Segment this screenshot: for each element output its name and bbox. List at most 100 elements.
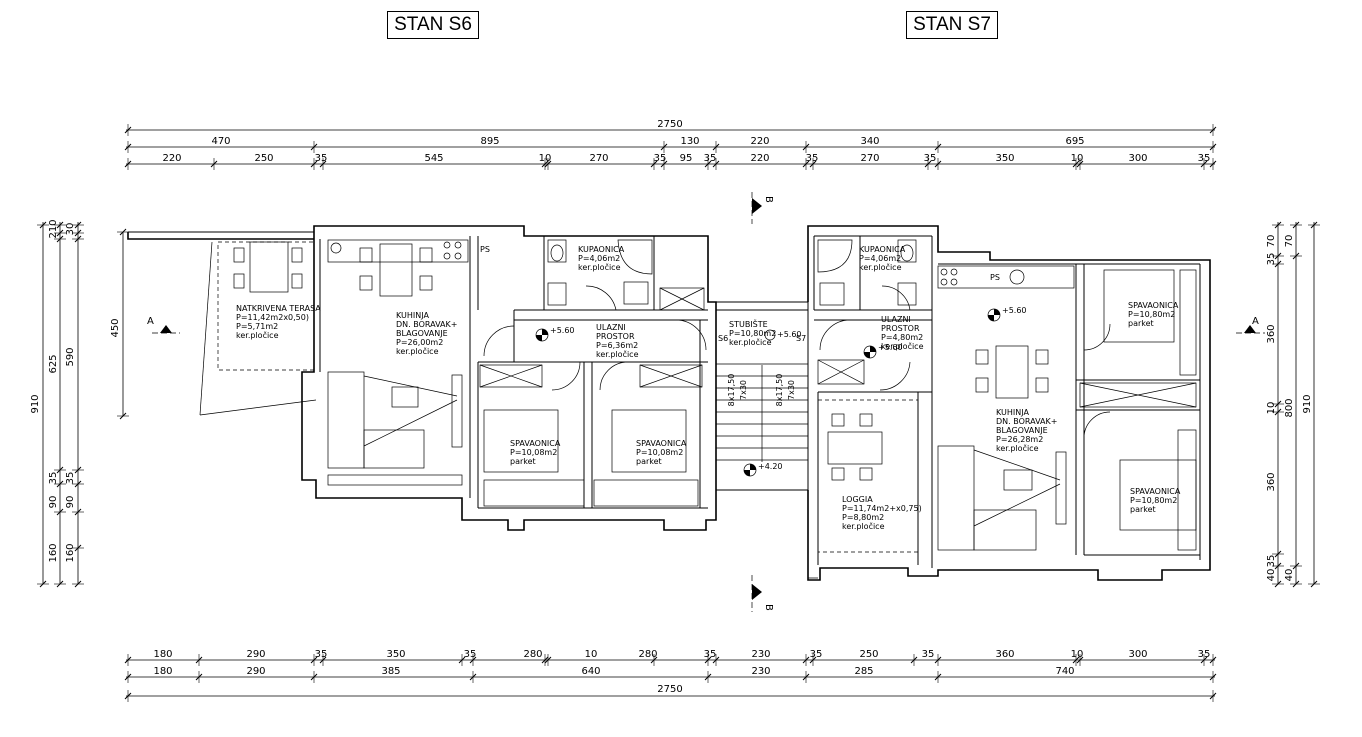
loggia-area2: P=8,80m2 — [842, 513, 884, 522]
dim-bot-r2-1: 290 — [246, 666, 265, 677]
kuhinja-s6-name2: DN. BORAVAK+ — [396, 320, 457, 329]
dim-top-r3-3: 545 — [424, 153, 443, 164]
spavaonica2-s6-floor: parket — [636, 457, 662, 466]
dim-bot-r1-6: 10 — [585, 649, 598, 660]
stairs-b2: 7x30 — [787, 380, 796, 400]
terasa-area2: P=5,71m2 — [236, 322, 278, 331]
dim-top-r3-12: 35 — [924, 153, 937, 164]
spavaonica1-s6-floor: parket — [510, 457, 536, 466]
tag-s6: S6 — [718, 334, 728, 343]
dim-bot-r1-4: 35 — [464, 649, 477, 660]
table-loggia — [827, 431, 883, 465]
dim-bot-r1-0: 180 — [153, 649, 172, 660]
dim-left-i4b: 35 — [65, 472, 76, 485]
spavaonica1-s7-area: P=10,80m2 — [1128, 310, 1175, 319]
dim-right-m5: 35 — [1266, 555, 1277, 568]
dim-right-m0: 70 — [1266, 235, 1277, 248]
section-a-left-label: A — [147, 316, 154, 327]
dim-right-m4: 360 — [1266, 472, 1277, 491]
ulazni-s6-area: P=6,36m2 — [596, 341, 638, 350]
walls-s6 — [127, 225, 717, 531]
kupaonica-s6-floor: ker.pločice — [578, 262, 621, 272]
dim-bot-r2-2: 385 — [381, 666, 400, 677]
dim-bot-r1-5: 280 — [523, 649, 542, 660]
dim-top-r3-1: 250 — [254, 153, 273, 164]
section-a-right-arrow — [1244, 325, 1256, 333]
kupaonica-s7-floor: ker.pločice — [859, 262, 902, 272]
spavaonica1-s7-name: SPAVAONICA — [1128, 301, 1179, 310]
section-a-right-label: A — [1252, 316, 1259, 327]
ulazni-s7-area: P=4,80m2 — [881, 333, 923, 342]
ulazni-s6-name2: PROSTOR — [596, 332, 635, 341]
kupaonica-s6-name: KUPAONICA — [578, 245, 625, 254]
tag-ps-s6: PS — [480, 245, 490, 254]
spavaonica1-s6-area: P=10,08m2 — [510, 448, 557, 457]
dim-bot-r1-7: 280 — [638, 649, 657, 660]
level-2: +5.60 — [777, 330, 802, 339]
section-a-left-arrow — [160, 325, 172, 333]
left-dimensions: 910 625 210 30 590 35 35 90 90 160 160 4… — [30, 219, 129, 588]
kuhinja-s6-name: KUHINJA — [396, 311, 429, 320]
loggia-name: LOGGIA — [842, 495, 873, 504]
ulazni-s7-name2: PROSTOR — [881, 324, 920, 333]
walls-s7 — [807, 225, 1211, 581]
bed-s6-2 — [611, 409, 687, 473]
stairs-a2: 7x30 — [739, 380, 748, 400]
dim-bot-r2-5: 285 — [854, 666, 873, 677]
dim-right-m3: 10 — [1266, 402, 1277, 415]
tag-s7: S7 — [796, 334, 806, 343]
spavaonica2-s7-area: P=10,80m2 — [1130, 496, 1177, 505]
dim-total-bottom: 2750 — [657, 684, 682, 695]
dim-top-r3-13: 350 — [995, 153, 1014, 164]
section-b-bottom-label: B — [763, 604, 774, 611]
furniture — [233, 239, 1197, 551]
dim-bot-r1-10: 35 — [810, 649, 823, 660]
dim-total-top: 2750 — [657, 119, 682, 130]
loggia-area: P=11,74m2+x0,75) — [842, 504, 922, 513]
coffee-table-s7 — [1003, 469, 1033, 491]
bed-s6-1 — [483, 409, 559, 473]
doors — [483, 285, 1111, 439]
ulazni-s7-floor: ker.pločice — [881, 341, 924, 351]
dim-top-r3-14: 10 — [1071, 153, 1084, 164]
dim-left-mid: 625 — [48, 354, 59, 373]
level-5: +5.60 — [1002, 306, 1027, 315]
kuhinja-s7-name3: BLAGOVANJE — [996, 426, 1048, 435]
kuhinja-s7-floor: ker.pločice — [996, 443, 1039, 453]
stubiste-name: STUBIŠTE — [729, 318, 768, 329]
section-b-top-label: B — [763, 196, 774, 203]
dim-top-r2-2: 130 — [680, 136, 699, 147]
dim-right-outer: 910 — [1302, 394, 1313, 413]
dim-right-m6: 40 — [1266, 569, 1277, 582]
dim-bot-r1-13: 360 — [995, 649, 1014, 660]
spavaonica2-s7-floor: parket — [1130, 505, 1156, 514]
table-dining-s7 — [995, 345, 1029, 399]
level-markers: +5.60 +5.60 +5.60 +4.20 +5.60 — [535, 306, 1027, 477]
kuhinja-s7-area: P=26,28m2 — [996, 435, 1043, 444]
dim-top-r3-2: 35 — [315, 153, 328, 164]
dim-top-r2-4: 340 — [860, 136, 879, 147]
dim-bot-r2-4: 230 — [751, 666, 770, 677]
dim-right-m1: 35 — [1266, 253, 1277, 266]
kuhinja-s6-area: P=26,00m2 — [396, 338, 443, 347]
table-dining-s6 — [379, 243, 413, 297]
spavaonica2-s6-area: P=10,08m2 — [636, 448, 683, 457]
dim-bot-r1-9: 230 — [751, 649, 770, 660]
level-3: +5.60 — [878, 343, 903, 352]
dim-bot-r2-3: 640 — [581, 666, 600, 677]
dim-right-i0: 70 — [1284, 235, 1295, 248]
dim-left-i5b: 90 — [65, 496, 76, 509]
dim-left-i4: 35 — [48, 472, 59, 485]
spavaonica2-s7-name: SPAVAONICA — [1130, 487, 1181, 496]
spavaonica1-s7-floor: parket — [1128, 319, 1154, 328]
dim-bot-r1-2: 35 — [315, 649, 328, 660]
dim-bot-r1-16: 35 — [1198, 649, 1211, 660]
dim-top-r3-8: 35 — [704, 153, 717, 164]
dim-right-i1: 800 — [1284, 398, 1295, 417]
dim-bot-r2-0: 180 — [153, 666, 172, 677]
dim-top-r2-5: 695 — [1065, 136, 1084, 147]
dim-bot-r1-12: 35 — [922, 649, 935, 660]
stairs-a: 8x17,50 — [727, 374, 736, 407]
dim-right-m2: 360 — [1266, 324, 1277, 343]
